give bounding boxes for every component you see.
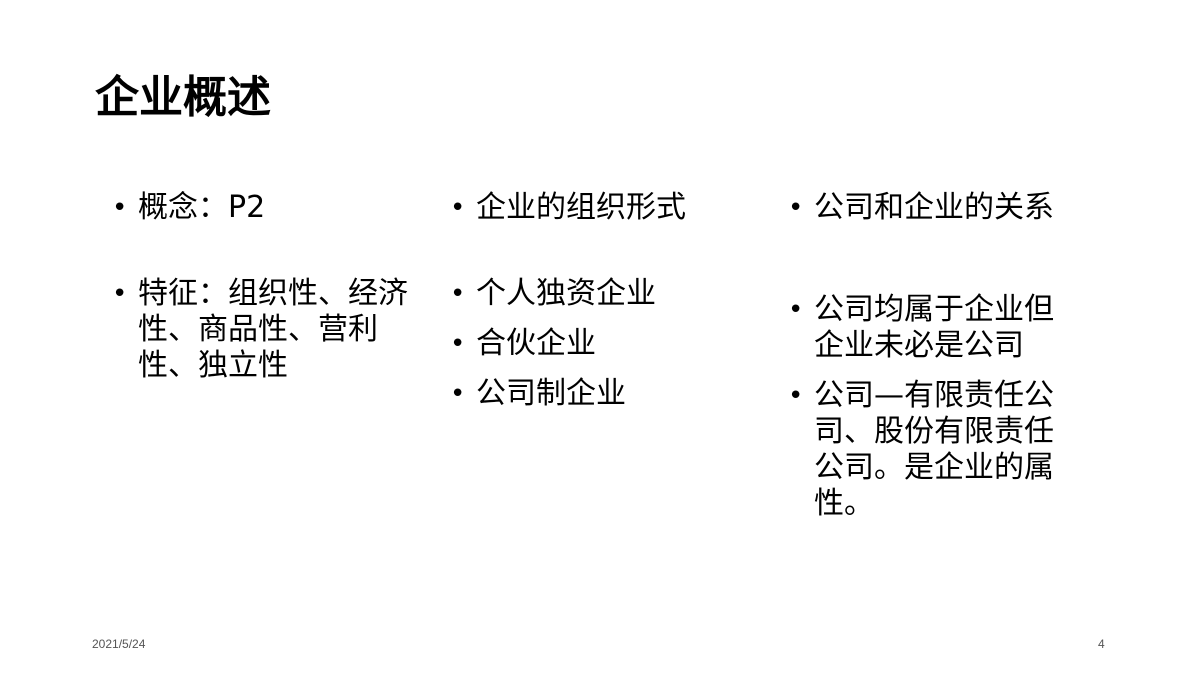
bullet-concept: 概念：P2	[112, 190, 412, 226]
bullet-partnership: 合伙企业	[450, 326, 770, 362]
bullet-company-types: 公司—有限责任公司、股份有限责任公司。是企业的属性。	[788, 378, 1063, 522]
footer-date: 2021/5/24	[92, 637, 146, 651]
bullet-company-is-enterprise: 公司均属于企业但企业未必是公司	[788, 292, 1063, 364]
slide-title: 企业概述	[95, 72, 271, 123]
bullet-corporation: 公司制企业	[450, 376, 770, 412]
bullet-features: 特征：组织性、经济性、商品性、营利性、独立性	[112, 276, 412, 384]
column-company-relation: 公司和企业的关系 公司均属于企业但企业未必是公司 公司—有限责任公司、股份有限责…	[788, 190, 1063, 522]
column-concept: 概念：P2 特征：组织性、经济性、商品性、营利性、独立性	[112, 190, 412, 384]
bullet-relation: 公司和企业的关系	[788, 190, 1063, 226]
page-number: 4	[1098, 637, 1105, 651]
bullet-org-forms: 企业的组织形式	[450, 190, 770, 226]
bullet-sole-proprietorship: 个人独资企业	[450, 276, 770, 312]
column-org-forms: 企业的组织形式 个人独资企业 合伙企业 公司制企业	[450, 190, 770, 412]
